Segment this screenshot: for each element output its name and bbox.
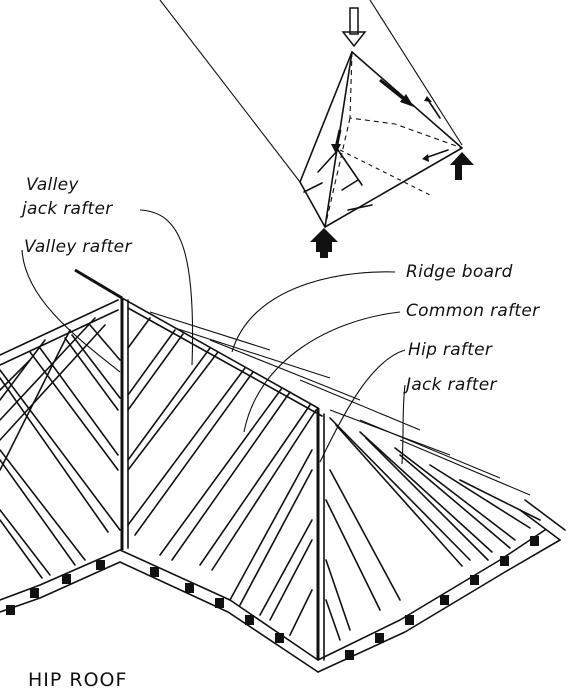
label-ridge-board: Ridge board	[406, 262, 513, 282]
label-common-rafter: Common rafter	[406, 301, 540, 321]
callout-labels: Valley jack rafter Valley rafter Ridge b…	[20, 175, 540, 395]
force-inset-diagram	[159, 0, 474, 258]
label-valley-jack-line2: jack rafter	[20, 199, 113, 219]
label-valley-rafter: Valley rafter	[24, 237, 132, 257]
label-valley-jack-line1: Valley	[26, 175, 79, 195]
label-hip-rafter: Hip rafter	[408, 340, 493, 360]
upward-reaction-arrow-left-icon	[310, 228, 338, 258]
roof-framing	[0, 268, 566, 673]
figure-caption: HIP ROOF	[28, 669, 127, 690]
force-arrows-icon	[303, 78, 449, 211]
upward-reaction-arrow-right-icon	[450, 152, 474, 180]
leader-lines	[21, 209, 406, 465]
label-jack-rafter: Jack rafter	[403, 375, 498, 395]
downward-load-arrow-icon	[341, 7, 367, 48]
